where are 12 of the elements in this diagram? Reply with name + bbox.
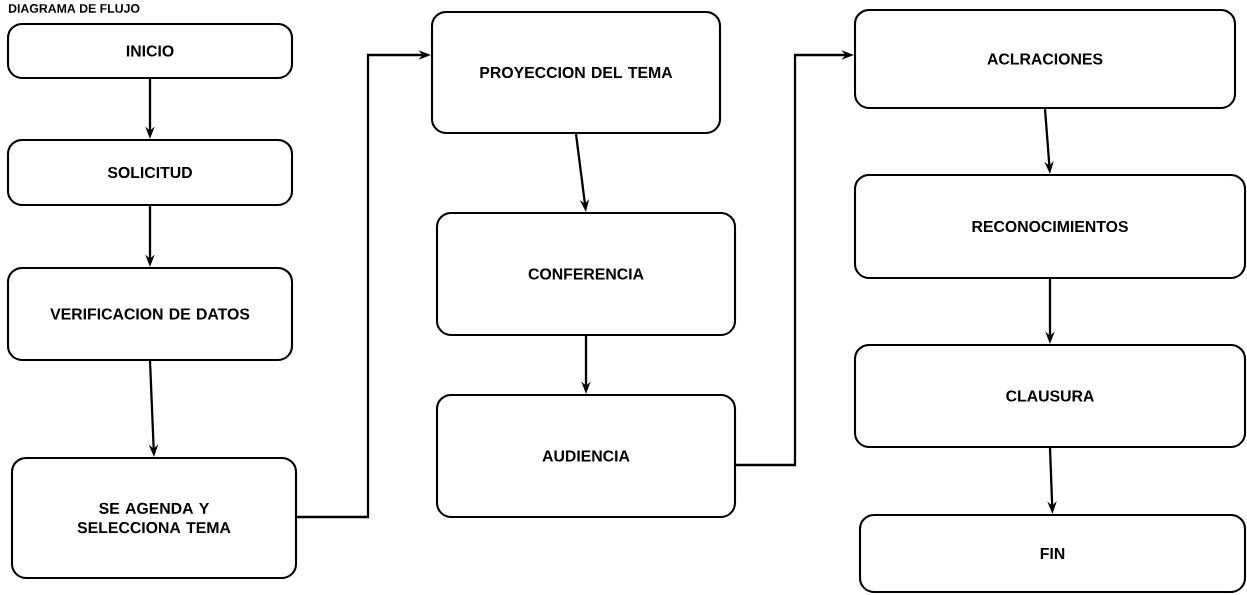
process-box: PROYECCION DEL TEMA xyxy=(430,10,722,135)
process-box: CONFERENCIA xyxy=(435,211,737,337)
process-box: FIN xyxy=(858,513,1247,594)
process-box: SOLICITUD xyxy=(6,138,294,207)
process-box: ACLRACIONES xyxy=(853,8,1237,110)
process-box: RECONOCIMIENTOS xyxy=(853,173,1247,280)
process-box: AUDIENCIA xyxy=(435,393,737,519)
process-box: CLAUSURA xyxy=(853,343,1247,449)
process-box: SE AGENDA Y SELECCIONA TEMA xyxy=(10,456,298,580)
process-box: INICIO xyxy=(6,22,294,80)
process-box: VERIFICACION DE DATOS xyxy=(6,266,294,362)
title: DIAGRAMA DE FLUJO xyxy=(8,4,140,13)
